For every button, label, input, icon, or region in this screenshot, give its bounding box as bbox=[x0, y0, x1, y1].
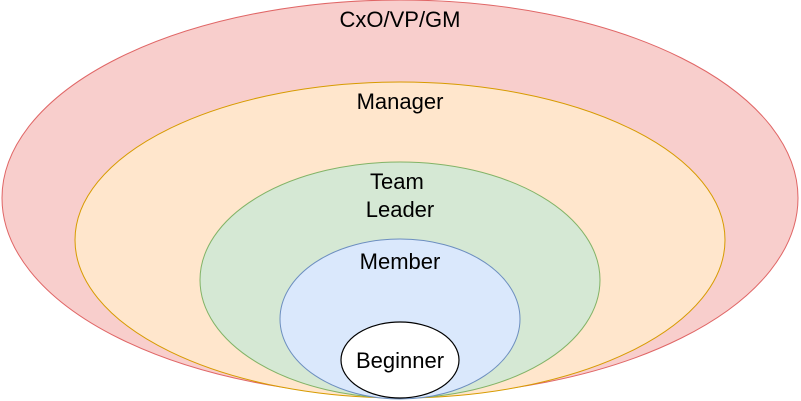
beginner-level-ellipse bbox=[340, 321, 460, 399]
team-leader-label-line-1: Team bbox=[370, 169, 424, 194]
member-level-ellipse bbox=[279, 238, 521, 400]
member-level-label: Member bbox=[360, 249, 441, 274]
beginner-level-label: Beginner bbox=[356, 348, 444, 373]
team-leader-label-line-2: Leader bbox=[366, 197, 435, 222]
cxo-level-label: CxO/VP/GM bbox=[339, 7, 460, 32]
manager-level-label: Manager bbox=[357, 89, 444, 114]
team-leader-level-label: Team Leader bbox=[366, 169, 435, 222]
